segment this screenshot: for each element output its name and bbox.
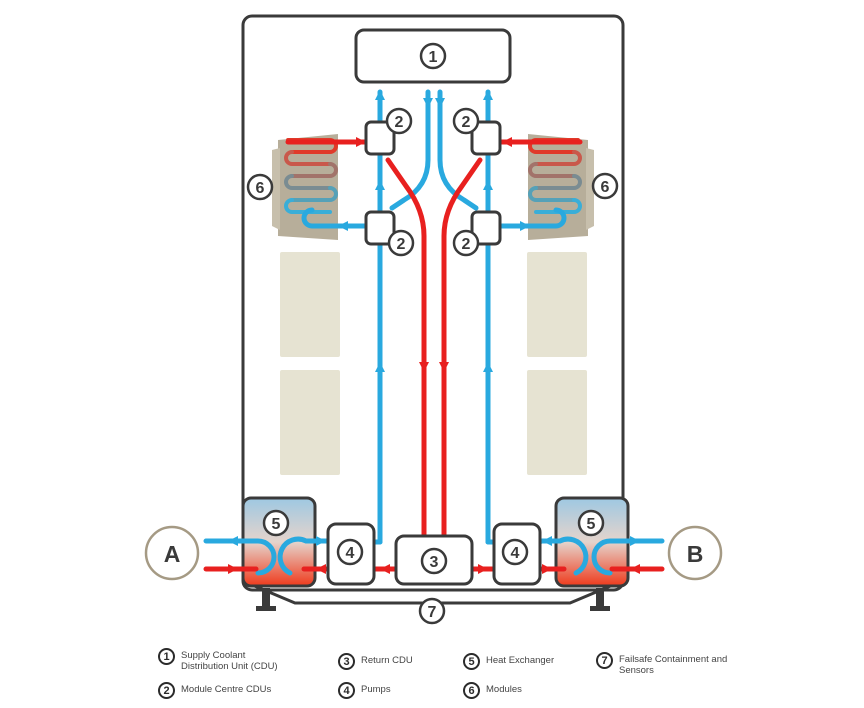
legend-label: Pumps: [361, 684, 391, 695]
endpoint-b-ring: [667, 525, 723, 581]
legend-label: Failsafe Containment and Sensors: [619, 654, 728, 676]
legend-number: 3: [338, 653, 355, 670]
legend-item-pumps: 4 Pumps: [338, 682, 391, 699]
marker-2-top-right: 2: [452, 107, 480, 135]
svg-text:3: 3: [430, 554, 439, 571]
marker-3: 3: [420, 547, 448, 575]
legend-item-failsafe: 7 Failsafe Containment and Sensors: [596, 652, 728, 676]
svg-text:2: 2: [462, 114, 471, 131]
legend-item-module-cdus: 2 Module Centre CDUs: [158, 682, 271, 699]
flow-arrows: [228, 90, 640, 574]
module-cdu-boxes: [364, 120, 502, 246]
marker-7: 7: [418, 597, 446, 625]
legend-item-modules: 6 Modules: [463, 682, 522, 699]
supply-coolant-pipes: [203, 89, 665, 576]
legend: 1 Supply Coolant Distribution Unit (CDU)…: [158, 648, 728, 704]
legend-label: Heat Exchanger: [486, 655, 555, 666]
marker-2-bottom-left: 2: [387, 229, 415, 257]
endpoint-a-ring: [144, 525, 200, 581]
svg-text:6: 6: [601, 179, 610, 196]
module-coil-left: [284, 138, 338, 214]
svg-text:1: 1: [429, 49, 438, 66]
module-coil-right: [528, 138, 582, 214]
legend-number: 6: [463, 682, 480, 699]
marker-5-left: 5: [262, 509, 290, 537]
marker-4-left: 4: [336, 538, 364, 566]
svg-text:2: 2: [397, 236, 406, 253]
svg-text:6: 6: [256, 180, 265, 197]
marker-1: 1: [419, 42, 447, 70]
legend-item-heat-exchanger: 5 Heat Exchanger: [463, 653, 554, 670]
svg-text:4: 4: [511, 545, 520, 562]
marker-6-left: 6: [246, 173, 274, 201]
legend-label: Return CDU: [361, 655, 413, 666]
svg-text:5: 5: [272, 516, 281, 533]
legend-number: 5: [463, 653, 480, 670]
endpoint-b-label: B: [687, 541, 704, 567]
marker-4-right: 4: [501, 538, 529, 566]
legend-label: Modules: [486, 684, 522, 695]
legend-item-supply-cdu: 1 Supply Coolant Distribution Unit (CDU): [158, 648, 289, 672]
endpoint-a-label: A: [164, 541, 181, 567]
marker-2-top-left: 2: [385, 107, 413, 135]
marker-2-bottom-right: 2: [452, 229, 480, 257]
legend-number: 2: [158, 682, 175, 699]
legend-number: 4: [338, 682, 355, 699]
legend-item-return-cdu: 3 Return CDU: [338, 653, 413, 670]
legend-number: 1: [158, 648, 175, 665]
svg-text:4: 4: [346, 545, 355, 562]
svg-text:2: 2: [395, 114, 404, 131]
marker-5-right: 5: [577, 509, 605, 537]
marker-6-right: 6: [591, 172, 619, 200]
svg-text:7: 7: [428, 604, 437, 621]
svg-text:2: 2: [462, 236, 471, 253]
modules-inactive: [280, 252, 587, 475]
legend-number: 7: [596, 652, 613, 669]
legend-label: Module Centre CDUs: [181, 684, 272, 695]
svg-text:5: 5: [587, 516, 596, 533]
legend-label: Supply Coolant Distribution Unit (CDU): [181, 650, 278, 672]
